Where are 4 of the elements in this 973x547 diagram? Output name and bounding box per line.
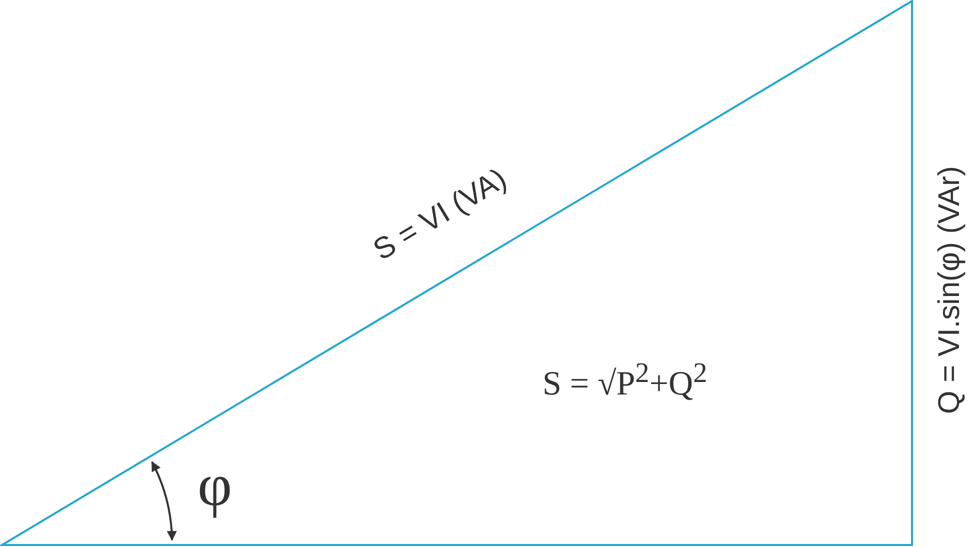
formula: S = √P$^{2}$+Q$^{2}$ — [542, 358, 708, 403]
side-label: S = VI (VA) — [367, 162, 512, 268]
angle-symbol: φ — [198, 450, 232, 520]
side-label: Q = VI.sin(φ) (VAr) — [933, 166, 968, 414]
